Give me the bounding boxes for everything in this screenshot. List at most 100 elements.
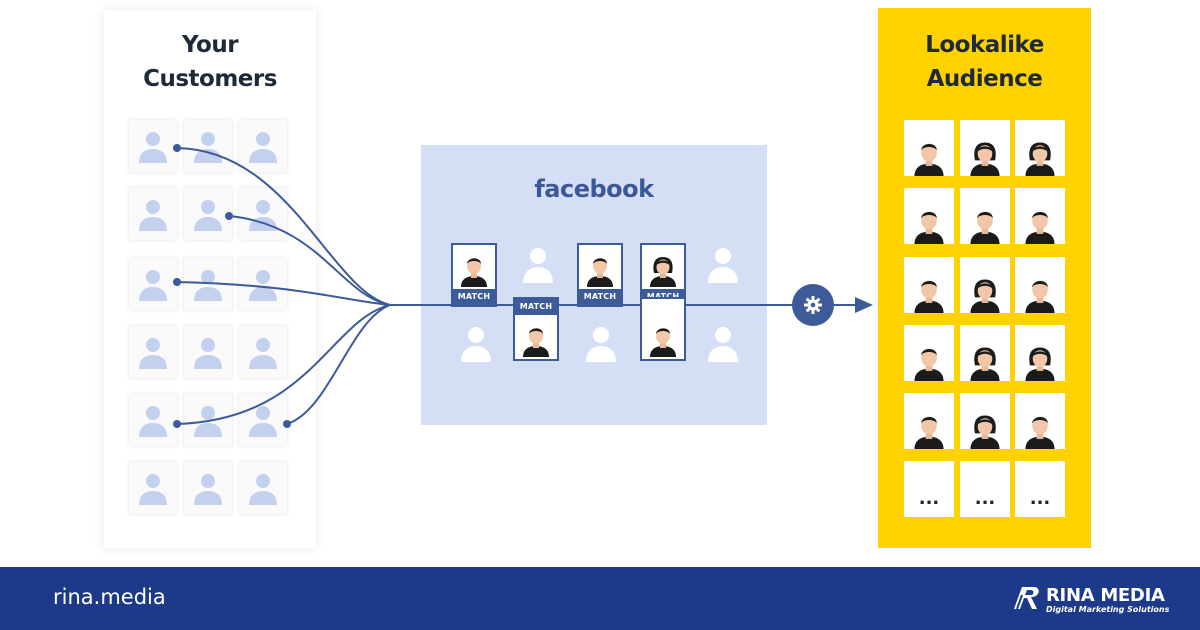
woman-avatar-icon (970, 279, 1000, 313)
audience-cell (960, 120, 1010, 176)
match-card-2: MATCH (577, 243, 623, 307)
customers-title: Your Customers (104, 28, 316, 96)
match-label: MATCH (515, 299, 557, 315)
man-avatar-icon (970, 211, 1000, 244)
woman-avatar-icon (970, 415, 1000, 449)
audience-cell (904, 188, 954, 244)
user-silhouette-icon (705, 322, 741, 362)
dot-3 (173, 278, 181, 286)
customer-cell (239, 120, 287, 172)
lookalike-title-line2: Audience (926, 66, 1043, 92)
user-silhouette-icon (139, 406, 167, 437)
customer-cell (129, 326, 177, 378)
audience-cell (904, 120, 954, 176)
user-silhouette-icon (194, 270, 222, 301)
woman-avatar-icon (1025, 347, 1055, 381)
man-avatar-icon (914, 348, 944, 381)
audience-cell (1015, 188, 1065, 244)
user-silhouette-icon (583, 322, 619, 362)
audience-cell (1015, 257, 1065, 313)
user-silhouette-icon (194, 406, 222, 437)
audience-cell (1015, 120, 1065, 176)
audience-cell (960, 325, 1010, 381)
curve-5 (286, 304, 391, 425)
customers-title-line2: Customers (143, 66, 277, 92)
curve-1 (176, 147, 391, 306)
dot-5 (283, 420, 291, 428)
lookalike-panel: Lookalike Audience ......... (878, 8, 1091, 548)
man-avatar-icon (455, 247, 493, 287)
customer-cell (129, 120, 177, 172)
customer-cell (129, 258, 177, 310)
man-avatar-icon (914, 280, 944, 313)
dot-1 (173, 144, 181, 152)
woman-avatar-icon (644, 247, 682, 287)
customer-cell (129, 188, 177, 240)
user-silhouette-icon (139, 338, 167, 369)
man-avatar-icon (1025, 280, 1055, 313)
audience-cell-more: ... (960, 461, 1010, 517)
curve-3 (176, 281, 391, 306)
customers-panel: Your Customers (104, 10, 316, 548)
user-silhouette-icon (249, 406, 277, 437)
audience-cell (960, 393, 1010, 449)
arrow-head-icon (855, 297, 873, 313)
customer-cell (129, 462, 177, 514)
audience-cell-more: ... (1015, 461, 1065, 517)
audience-cell (904, 257, 954, 313)
brand-name: RINA MEDIA (1046, 585, 1165, 606)
customer-cell (184, 394, 232, 446)
match-label: MATCH (453, 289, 495, 305)
user-silhouette-icon (194, 200, 222, 231)
woman-avatar-icon (970, 142, 1000, 176)
curve-2 (228, 215, 391, 306)
dot-4 (173, 420, 181, 428)
man-avatar-icon (644, 317, 682, 357)
customer-cell (184, 462, 232, 514)
woman-avatar-icon (970, 347, 1000, 381)
customer-cell (184, 188, 232, 240)
man-avatar-icon (914, 211, 944, 244)
customer-cell (239, 326, 287, 378)
man-avatar-icon (517, 317, 555, 357)
match-card-4: MATCH (513, 297, 559, 361)
curve-4 (176, 304, 391, 425)
customer-cell (129, 394, 177, 446)
user-silhouette-icon (194, 132, 222, 163)
audience-cell-more: ... (904, 461, 954, 517)
facebook-logo: facebook (534, 175, 654, 203)
user-silhouette-icon (194, 474, 222, 505)
match-card-5 (640, 297, 686, 361)
gear-icon (792, 284, 834, 326)
customer-cell (239, 462, 287, 514)
lookalike-title: Lookalike Audience (878, 28, 1091, 96)
user-silhouette-icon (249, 270, 277, 301)
lookalike-title-line1: Lookalike (925, 32, 1044, 58)
man-avatar-icon (1025, 211, 1055, 244)
audience-cell (904, 325, 954, 381)
audience-cell (1015, 325, 1065, 381)
customers-title-line1: Your (181, 32, 239, 58)
user-silhouette-icon (249, 474, 277, 505)
user-silhouette-icon (705, 243, 741, 283)
man-avatar-icon (914, 143, 944, 176)
woman-avatar-icon (1025, 142, 1055, 176)
customer-cell (239, 258, 287, 310)
user-silhouette-icon (139, 132, 167, 163)
user-silhouette-icon (520, 243, 556, 283)
dot-2 (225, 212, 233, 220)
user-silhouette-icon (249, 132, 277, 163)
facebook-box: facebook (421, 145, 767, 425)
man-avatar-icon (1025, 416, 1055, 449)
audience-cell (904, 393, 954, 449)
customer-cell (184, 326, 232, 378)
footer-url[interactable]: rina.media (53, 585, 166, 609)
audience-cell (1015, 393, 1065, 449)
match-card-1: MATCH (451, 243, 497, 307)
man-avatar-icon (914, 416, 944, 449)
audience-cell (960, 257, 1010, 313)
man-avatar-icon (581, 247, 619, 287)
user-silhouette-icon (139, 270, 167, 301)
user-silhouette-icon (249, 338, 277, 369)
